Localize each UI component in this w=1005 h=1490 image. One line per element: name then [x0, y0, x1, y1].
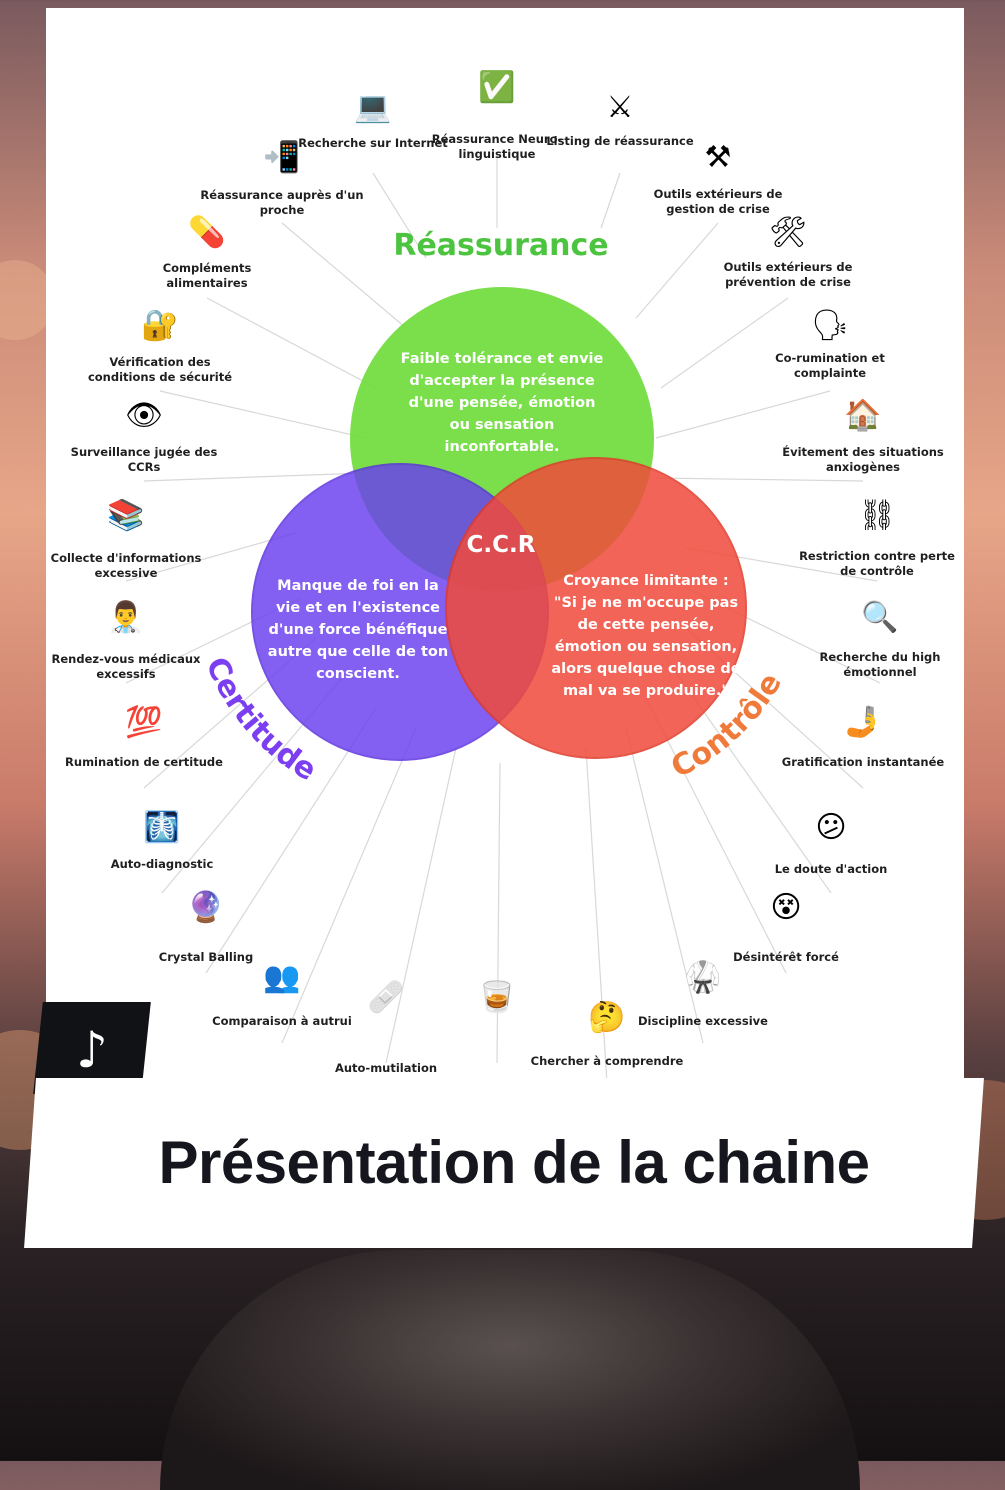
confused-face-icon: 😕 — [815, 810, 847, 845]
chains-icon: ⛓ — [857, 498, 897, 533]
magnifier-icon: 🔍 — [861, 600, 899, 635]
spoke-label: Auto-mutilation — [334, 1061, 438, 1075]
diagram-card: Certitude Contrôle ✅ Réassurance Neuro-li… — [46, 8, 964, 1078]
spoke-label: Rumination de certitude — [65, 755, 223, 769]
spoke-label: Listing de réassurance — [546, 134, 694, 148]
spoke-line — [206, 297, 377, 389]
green-circle-text: Faible tolérance et envie d'accepter la … — [400, 351, 604, 455]
spoke-label: Désintérêt forcé — [733, 950, 839, 964]
hammer-pick-icon: ⚒ — [704, 140, 732, 175]
caption-text: Présentation de la chaine — [158, 1129, 870, 1196]
eye-icon: 👁 — [124, 398, 164, 433]
spoke-label: Comparaison à autrui — [212, 1014, 352, 1028]
spoke-line — [645, 697, 787, 974]
phone-hand-icon: 🤳 — [844, 705, 882, 740]
house-icon: 🏠 — [844, 398, 882, 433]
spoke-label: Réassurance auprès d'un proche — [200, 188, 364, 217]
tiktok-logo-icon: ♪ — [76, 1021, 108, 1079]
spoke-label: Outils extérieurs de gestion de crise — [653, 187, 783, 216]
spoke-label: Co-rumination et complainte — [775, 351, 885, 380]
spoke-line — [660, 297, 789, 389]
spoke-line — [143, 472, 367, 482]
spoke-label: Crystal Balling — [158, 950, 254, 964]
spoke-line — [585, 747, 608, 1078]
spoke-line — [281, 222, 407, 329]
spoke-label: Vérification des conditions de sécurité — [87, 355, 233, 384]
spoke-line — [372, 172, 427, 259]
dizzy-face-icon: 😵 — [770, 890, 802, 925]
reassurance-title: Réassurance — [393, 228, 609, 263]
spoke-label: Le doute d'action — [774, 862, 888, 876]
spoke-label: Recherche sur Internet — [298, 136, 448, 150]
red-circle-text: Croyance limitante : "Si je ne m'occupe … — [551, 573, 741, 699]
speaking-head-icon: 🗣 — [810, 308, 850, 343]
whisky-glass-icon: 🥃 — [478, 980, 516, 1015]
spoke-line — [281, 727, 417, 1044]
spoke-label: Surveillance jugée des CCRs — [70, 445, 218, 474]
spoke-line — [496, 762, 501, 1064]
crystal-ball-icon: 🔮 — [187, 890, 225, 925]
controle-circle — [445, 457, 747, 759]
spoke-label: Gratification instantanée — [781, 755, 945, 769]
spoke-label: Réassurance Neuro-linguistique — [431, 132, 563, 161]
spoke-label: Compléments alimentaires — [162, 261, 252, 290]
books-icon: 📚 — [107, 498, 145, 533]
lock-key-icon: 🔐 — [141, 308, 179, 343]
ccr-center-label: C.C.R — [466, 532, 536, 558]
crossed-swords-icon: ⚔ — [606, 90, 634, 125]
spoke-label: Restriction contre perte de contrôle — [799, 549, 955, 578]
spoke-line — [205, 707, 377, 974]
mobile-phone-icon: 📲 — [263, 140, 301, 175]
hundred-icon: 💯 — [125, 705, 163, 740]
xray-icon: 🩻 — [143, 810, 181, 845]
spoke-label: Chercher à comprendre — [530, 1054, 684, 1068]
laptop-icon: 💻 — [354, 90, 392, 125]
spoke-line — [655, 477, 864, 482]
spoke-label: Auto-diagnostic — [110, 857, 214, 871]
two-people-icon: 👥 — [263, 960, 301, 995]
bandage-icon: 🩹 — [367, 980, 405, 1015]
spoke-label: Collecte d'informations excessive — [50, 551, 202, 580]
spoke-label: Évitement des situations anxiogènes — [782, 445, 944, 474]
spoke-line — [125, 532, 297, 582]
spoke-line — [635, 222, 719, 319]
spoke-line — [600, 172, 621, 229]
spoke-line — [655, 390, 831, 439]
spoke-line — [159, 390, 367, 439]
purple-circle-text: Manque de foi en la vie et en l'existenc… — [267, 578, 449, 682]
spoke-label: Recherche du high émotionnel — [819, 650, 941, 679]
doctor-icon: 👨‍⚕️ — [107, 600, 145, 635]
martial-arts-uniform-icon: 🥋 — [684, 960, 722, 995]
diagram-svg: Certitude Contrôle — [125, 153, 881, 1078]
tools-icon: 🛠 — [768, 215, 808, 250]
pill-icon: 💊 — [188, 215, 226, 250]
microphone-background — [160, 1250, 860, 1490]
spoke-label: Outils extérieurs de prévention de crise — [723, 260, 853, 289]
spoke-lines — [125, 153, 881, 1078]
thinking-face-icon: 🤔 — [588, 1000, 626, 1035]
spoke-label: Discipline excessive — [638, 1014, 768, 1028]
check-box-icon: ✅ — [478, 70, 516, 105]
spoke-label: Rendez-vous médicaux excessifs — [51, 652, 201, 681]
spoke-line — [385, 747, 457, 1064]
spoke-line — [625, 727, 704, 1044]
